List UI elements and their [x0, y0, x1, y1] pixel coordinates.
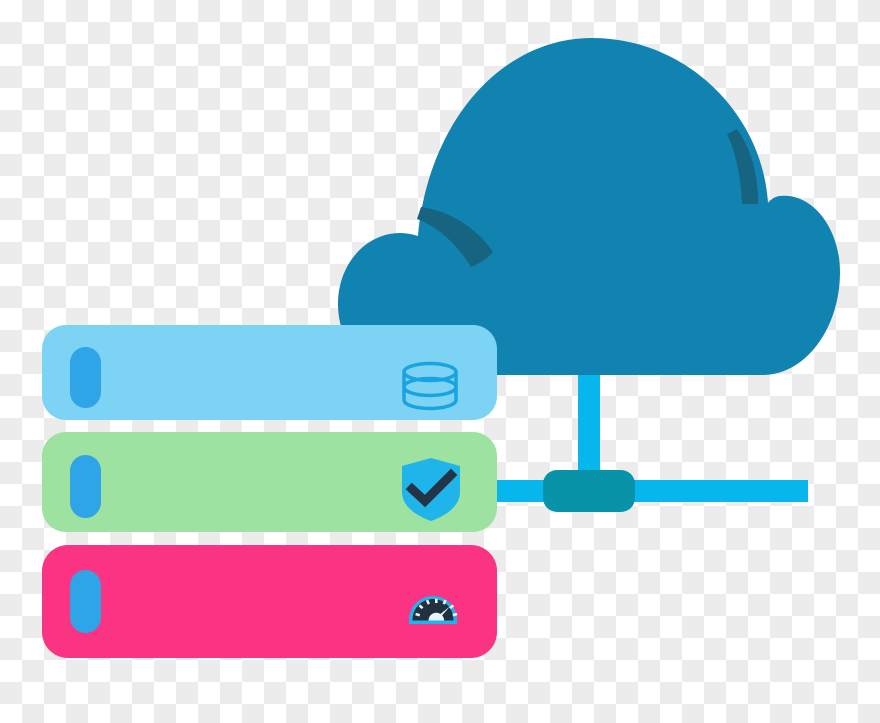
server-bar-performance[interactable] [42, 545, 497, 658]
server-bar-security-body [42, 432, 497, 532]
vertical-link-cloud-to-hub [578, 352, 600, 482]
gauge-ticks [415, 598, 458, 617]
server-led-performance [70, 570, 101, 633]
server-bar-security[interactable] [42, 432, 497, 532]
gauge-icon [409, 596, 458, 624]
cloud-body [338, 38, 840, 375]
database-icon [402, 361, 458, 411]
gauge-hub [428, 612, 445, 621]
gauge-face [412, 599, 454, 621]
cloud-shading-left [417, 207, 493, 267]
server-bar-performance-body [42, 545, 497, 658]
gauge-base [409, 620, 457, 624]
cloud-shading-right [727, 129, 758, 204]
network-hub[interactable] [543, 470, 635, 512]
server-bar-storage[interactable] [42, 325, 497, 420]
shield-check-icon [402, 458, 460, 521]
cloud[interactable] [338, 38, 840, 375]
server-led-storage [70, 347, 101, 408]
server-bar-storage-body [42, 325, 497, 420]
check-mark [405, 468, 458, 508]
server-led-security [70, 455, 101, 518]
